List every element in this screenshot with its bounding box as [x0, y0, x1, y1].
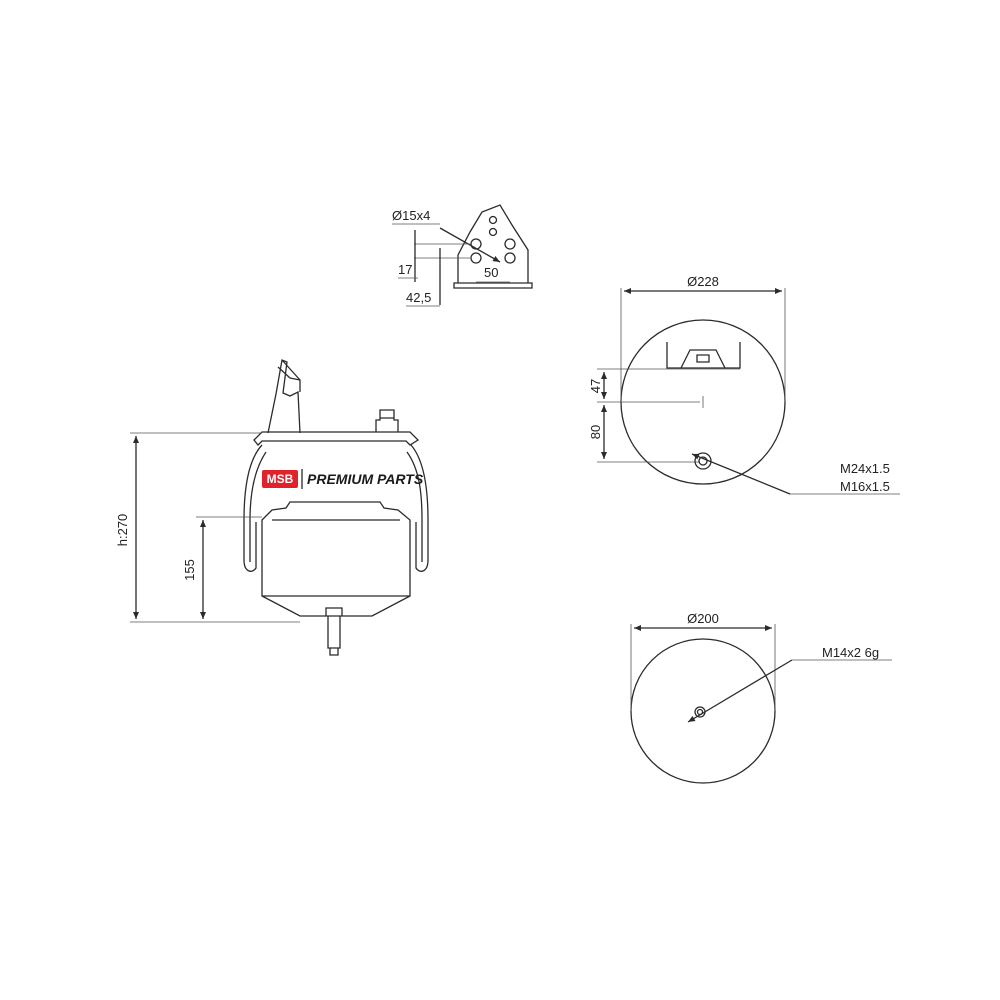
- dim-lower-label: 155: [182, 559, 197, 581]
- bracket-hole-lr: [504, 252, 516, 264]
- dim-47-label: 47: [588, 379, 603, 393]
- bracket-hole-ll: [470, 252, 482, 264]
- top-plate: [253, 431, 420, 446]
- upper-bracket: [267, 359, 301, 434]
- logo-badge: [262, 470, 298, 488]
- spacing-label: 50: [484, 265, 498, 280]
- bracket-outline: [453, 204, 533, 289]
- top-bracket: [666, 342, 741, 369]
- hole-leader: [439, 227, 501, 263]
- bottom-diameter-label: Ø200: [687, 611, 719, 626]
- bracket-hole-mid: [488, 227, 498, 237]
- bottom-view: Ø200 M14x2 6g: [630, 611, 892, 784]
- dim-height-label: h:270: [115, 514, 130, 547]
- piston: [261, 501, 411, 617]
- side-view: MSB PREMIUM PARTS h:270 155: [115, 359, 429, 656]
- offset-b-label: 42,5: [406, 290, 431, 305]
- bottom-circle: [630, 638, 776, 784]
- thread-label-1: M24x1.5: [840, 461, 890, 476]
- bracket-hole-top: [488, 215, 498, 225]
- bellow-outer: [243, 444, 429, 572]
- bottom-stud: [325, 607, 343, 656]
- bracket-view: Ø15x4 17 42,5 50: [392, 204, 533, 307]
- logo-badge-text: MSB: [267, 472, 294, 486]
- bellow-inner: [249, 451, 423, 562]
- top-port-inner: [698, 456, 708, 466]
- bracket-hole-ul: [470, 238, 482, 250]
- bottom-thread-label: M14x2 6g: [822, 645, 879, 660]
- top-port-outer: [694, 452, 712, 470]
- dim-80-label: 80: [588, 425, 603, 439]
- logo-brand-name: PREMIUM PARTS: [307, 471, 424, 487]
- top-valve: [375, 409, 399, 432]
- thread-leader: [691, 453, 791, 495]
- top-view: Ø228 47 80 M24x1.5 M16x1.5: [588, 274, 900, 495]
- bottom-thread-leader: [687, 659, 793, 723]
- bracket-hole-ur: [504, 238, 516, 250]
- thread-label-2: M16x1.5: [840, 479, 890, 494]
- hole-label: Ø15x4: [392, 208, 430, 223]
- offset-a-label: 17: [398, 262, 412, 277]
- top-diameter-label: Ø228: [687, 274, 719, 289]
